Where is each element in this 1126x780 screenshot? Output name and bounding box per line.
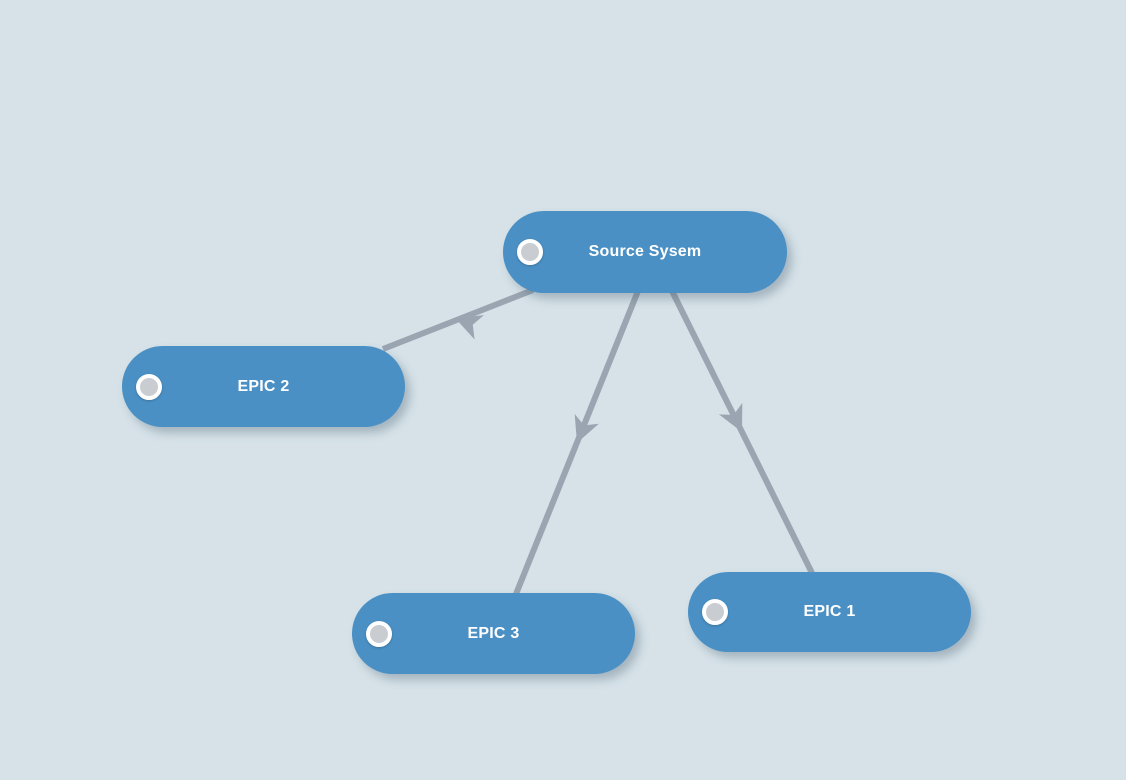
edge-source-to-epic3 bbox=[513, 289, 641, 596]
node-label: EPIC 2 bbox=[237, 377, 290, 395]
node-label: EPIC 3 bbox=[467, 624, 520, 642]
edge-source-to-epic1 bbox=[669, 289, 815, 575]
node-status-badge-icon bbox=[517, 239, 543, 265]
edge-arrowhead bbox=[718, 402, 743, 432]
node-status-badge-icon bbox=[136, 373, 162, 400]
node-label: EPIC 1 bbox=[803, 603, 856, 620]
edge-source-to-epic2 bbox=[381, 287, 535, 352]
edge-arrowhead bbox=[574, 414, 599, 443]
node-epic-1[interactable]: EPIC 1 bbox=[688, 572, 971, 652]
node-epic-2[interactable]: EPIC 2 bbox=[122, 346, 405, 427]
edge-arrowhead bbox=[455, 315, 484, 340]
node-status-badge-icon bbox=[702, 599, 728, 625]
node-source-sysem[interactable]: Source Sysem bbox=[503, 211, 787, 293]
node-status-badge-icon bbox=[366, 620, 392, 647]
node-epic-3[interactable]: EPIC 3 bbox=[352, 593, 635, 674]
node-label: Source Sysem bbox=[588, 243, 702, 260]
